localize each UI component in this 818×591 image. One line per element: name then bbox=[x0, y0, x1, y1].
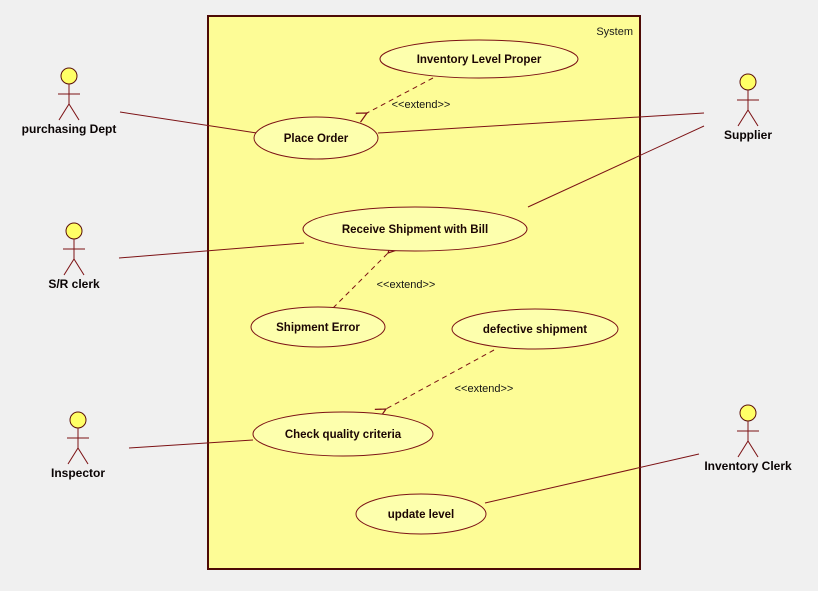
association-updatelevel-inventoryclerk bbox=[484, 453, 700, 504]
usecase-label: Inventory Level Proper bbox=[417, 54, 542, 66]
usecase-label: Shipment Error bbox=[276, 322, 360, 334]
association-purchasingdept-placeorder bbox=[119, 111, 258, 134]
extend-relations bbox=[332, 77, 495, 419]
association-placeorder-supplier bbox=[377, 112, 705, 134]
actor-label: Inspector bbox=[51, 466, 105, 480]
actor-label: purchasing Dept bbox=[22, 122, 117, 136]
usecase-label: Check quality criteria bbox=[285, 429, 402, 441]
usecase-update-level[interactable]: update level bbox=[355, 493, 487, 535]
system-boundary-label: System bbox=[596, 26, 633, 38]
extend-inventorylevel-placeorder bbox=[355, 77, 434, 123]
usecase-label: Place Order bbox=[284, 133, 349, 145]
usecase-label: update level bbox=[388, 509, 454, 521]
actor-supplier[interactable]: Supplier bbox=[724, 73, 772, 142]
usecase-receive-shipment-with-bill[interactable]: Receive Shipment with Bill bbox=[302, 206, 528, 252]
actor-purchasing-dept[interactable]: purchasing Dept bbox=[22, 67, 117, 136]
system-boundary[interactable]: System bbox=[207, 15, 641, 570]
usecase-place-order[interactable]: Place Order bbox=[253, 116, 379, 160]
association-receiveshipment-supplier bbox=[527, 125, 705, 208]
actor-label: Supplier bbox=[724, 128, 772, 142]
association-inspector-checkquality bbox=[128, 439, 254, 449]
actor-inventory-clerk[interactable]: Inventory Clerk bbox=[704, 404, 792, 473]
actor-figure-icon bbox=[737, 73, 759, 127]
actor-label: Inventory Clerk bbox=[704, 459, 792, 473]
actor-sr-clerk[interactable]: S/R clerk bbox=[48, 222, 100, 291]
extend-label: <<extend>> bbox=[377, 279, 436, 291]
extend-label: <<extend>> bbox=[455, 383, 514, 395]
usecase-inventory-level-proper[interactable]: Inventory Level Proper bbox=[379, 39, 579, 79]
extend-shipmenterror-receiveshipment bbox=[332, 242, 399, 309]
usecase-check-quality-criteria[interactable]: Check quality criteria bbox=[252, 411, 434, 457]
actor-figure-icon bbox=[58, 67, 80, 121]
actor-label: S/R clerk bbox=[48, 277, 100, 291]
actor-figure-icon bbox=[67, 411, 89, 465]
extend-defectiveshipment-checkquality bbox=[374, 349, 495, 419]
usecase-label: Receive Shipment with Bill bbox=[342, 224, 488, 236]
usecase-label: defective shipment bbox=[483, 324, 587, 336]
actor-inspector[interactable]: Inspector bbox=[51, 411, 105, 480]
usecase-shipment-error[interactable]: Shipment Error bbox=[250, 306, 386, 348]
actor-figure-icon bbox=[63, 222, 85, 276]
actor-figure-icon bbox=[737, 404, 759, 458]
association-srclerk-receiveshipment bbox=[118, 242, 305, 259]
extend-label: <<extend>> bbox=[392, 99, 451, 111]
associations bbox=[118, 111, 705, 504]
usecase-defective-shipment[interactable]: defective shipment bbox=[451, 308, 619, 350]
